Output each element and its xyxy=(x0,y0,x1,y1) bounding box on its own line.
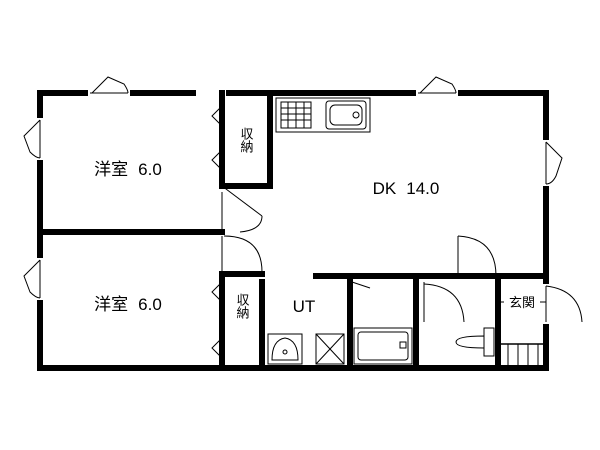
door-bathroom xyxy=(349,281,371,319)
kitchen-counter xyxy=(275,97,371,133)
entrance-step xyxy=(507,344,539,368)
closet-label-lower: 収納 xyxy=(235,293,250,320)
closet-label-upper: 収納 xyxy=(239,127,254,154)
window-top-right xyxy=(418,76,457,94)
closet-door-upper xyxy=(211,105,223,171)
window-right xyxy=(545,141,563,185)
washbasin-icon xyxy=(267,333,303,365)
interior-walls xyxy=(37,90,549,371)
door-western-room-1 xyxy=(221,185,263,233)
door-entrance xyxy=(545,285,583,323)
door-western-room-2 xyxy=(221,235,263,273)
window-left-lower xyxy=(23,259,41,299)
toilet-icon xyxy=(455,327,495,357)
closet-door-lower xyxy=(211,281,223,359)
door-toilet xyxy=(423,282,465,323)
window-top-left xyxy=(90,76,129,94)
room-label-utility: UT xyxy=(293,297,316,316)
door-dk xyxy=(457,235,497,277)
room-label-entrance: 玄関 xyxy=(509,295,535,310)
washing-machine-space-icon xyxy=(315,333,345,365)
bathtub-icon xyxy=(353,327,413,365)
window-left-upper xyxy=(23,119,41,159)
